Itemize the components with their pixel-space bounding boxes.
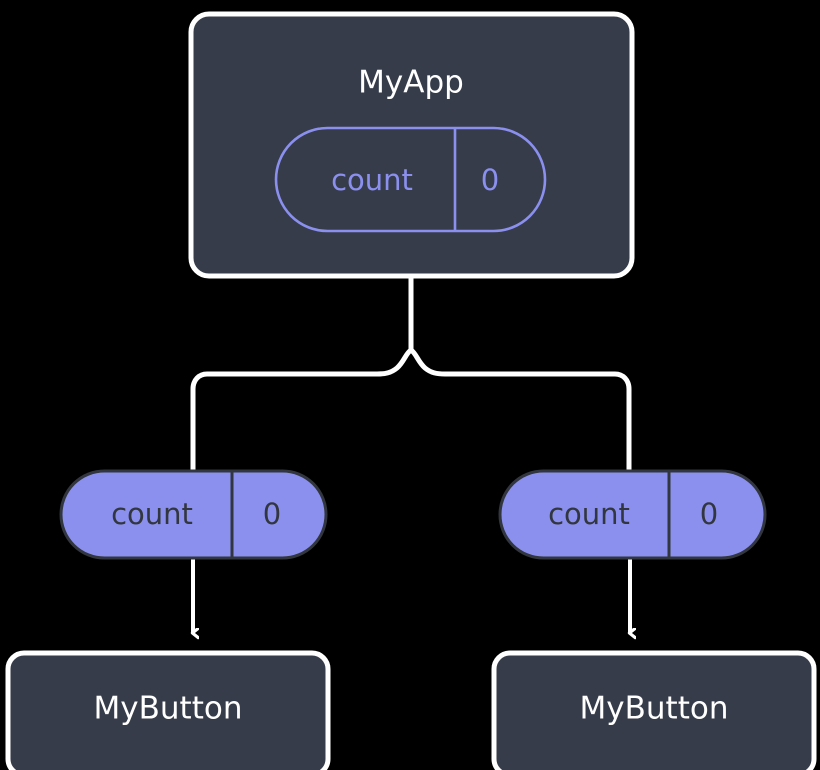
node-mybutton-left[interactable]: MyButton xyxy=(5,650,331,770)
node-mybutton-right[interactable]: MyButton xyxy=(491,650,817,770)
state-pill-myapp-body xyxy=(274,126,547,233)
prop-pill-left-key: count xyxy=(111,497,193,531)
node-myapp-label: MyApp xyxy=(358,65,464,101)
prop-pill-left[interactable]: count 0 xyxy=(59,469,328,560)
prop-pill-left-value: 0 xyxy=(263,497,281,531)
prop-pill-right-value: 0 xyxy=(700,497,718,531)
node-myapp-box xyxy=(188,11,635,279)
prop-pill-right-body xyxy=(498,469,767,560)
prop-pill-right-key: count xyxy=(548,497,630,531)
state-pill-myapp-key: count xyxy=(331,163,413,197)
prop-pill-left-body xyxy=(59,469,328,560)
node-mybutton-left-label: MyButton xyxy=(94,691,243,727)
node-mybutton-left-box xyxy=(5,650,331,770)
edge-layer xyxy=(190,276,632,633)
node-mybutton-right-label: MyButton xyxy=(580,691,729,727)
node-myapp[interactable]: MyApp count 0 xyxy=(188,11,635,279)
edge-myapp-to-prop-right xyxy=(408,347,632,477)
edge-myapp-to-prop-left xyxy=(190,347,414,477)
state-pill-myapp-value: 0 xyxy=(481,163,499,197)
node-mybutton-right-box xyxy=(491,650,817,770)
prop-pill-right[interactable]: count 0 xyxy=(498,469,767,560)
state-pill-myapp[interactable]: count 0 xyxy=(274,126,547,233)
